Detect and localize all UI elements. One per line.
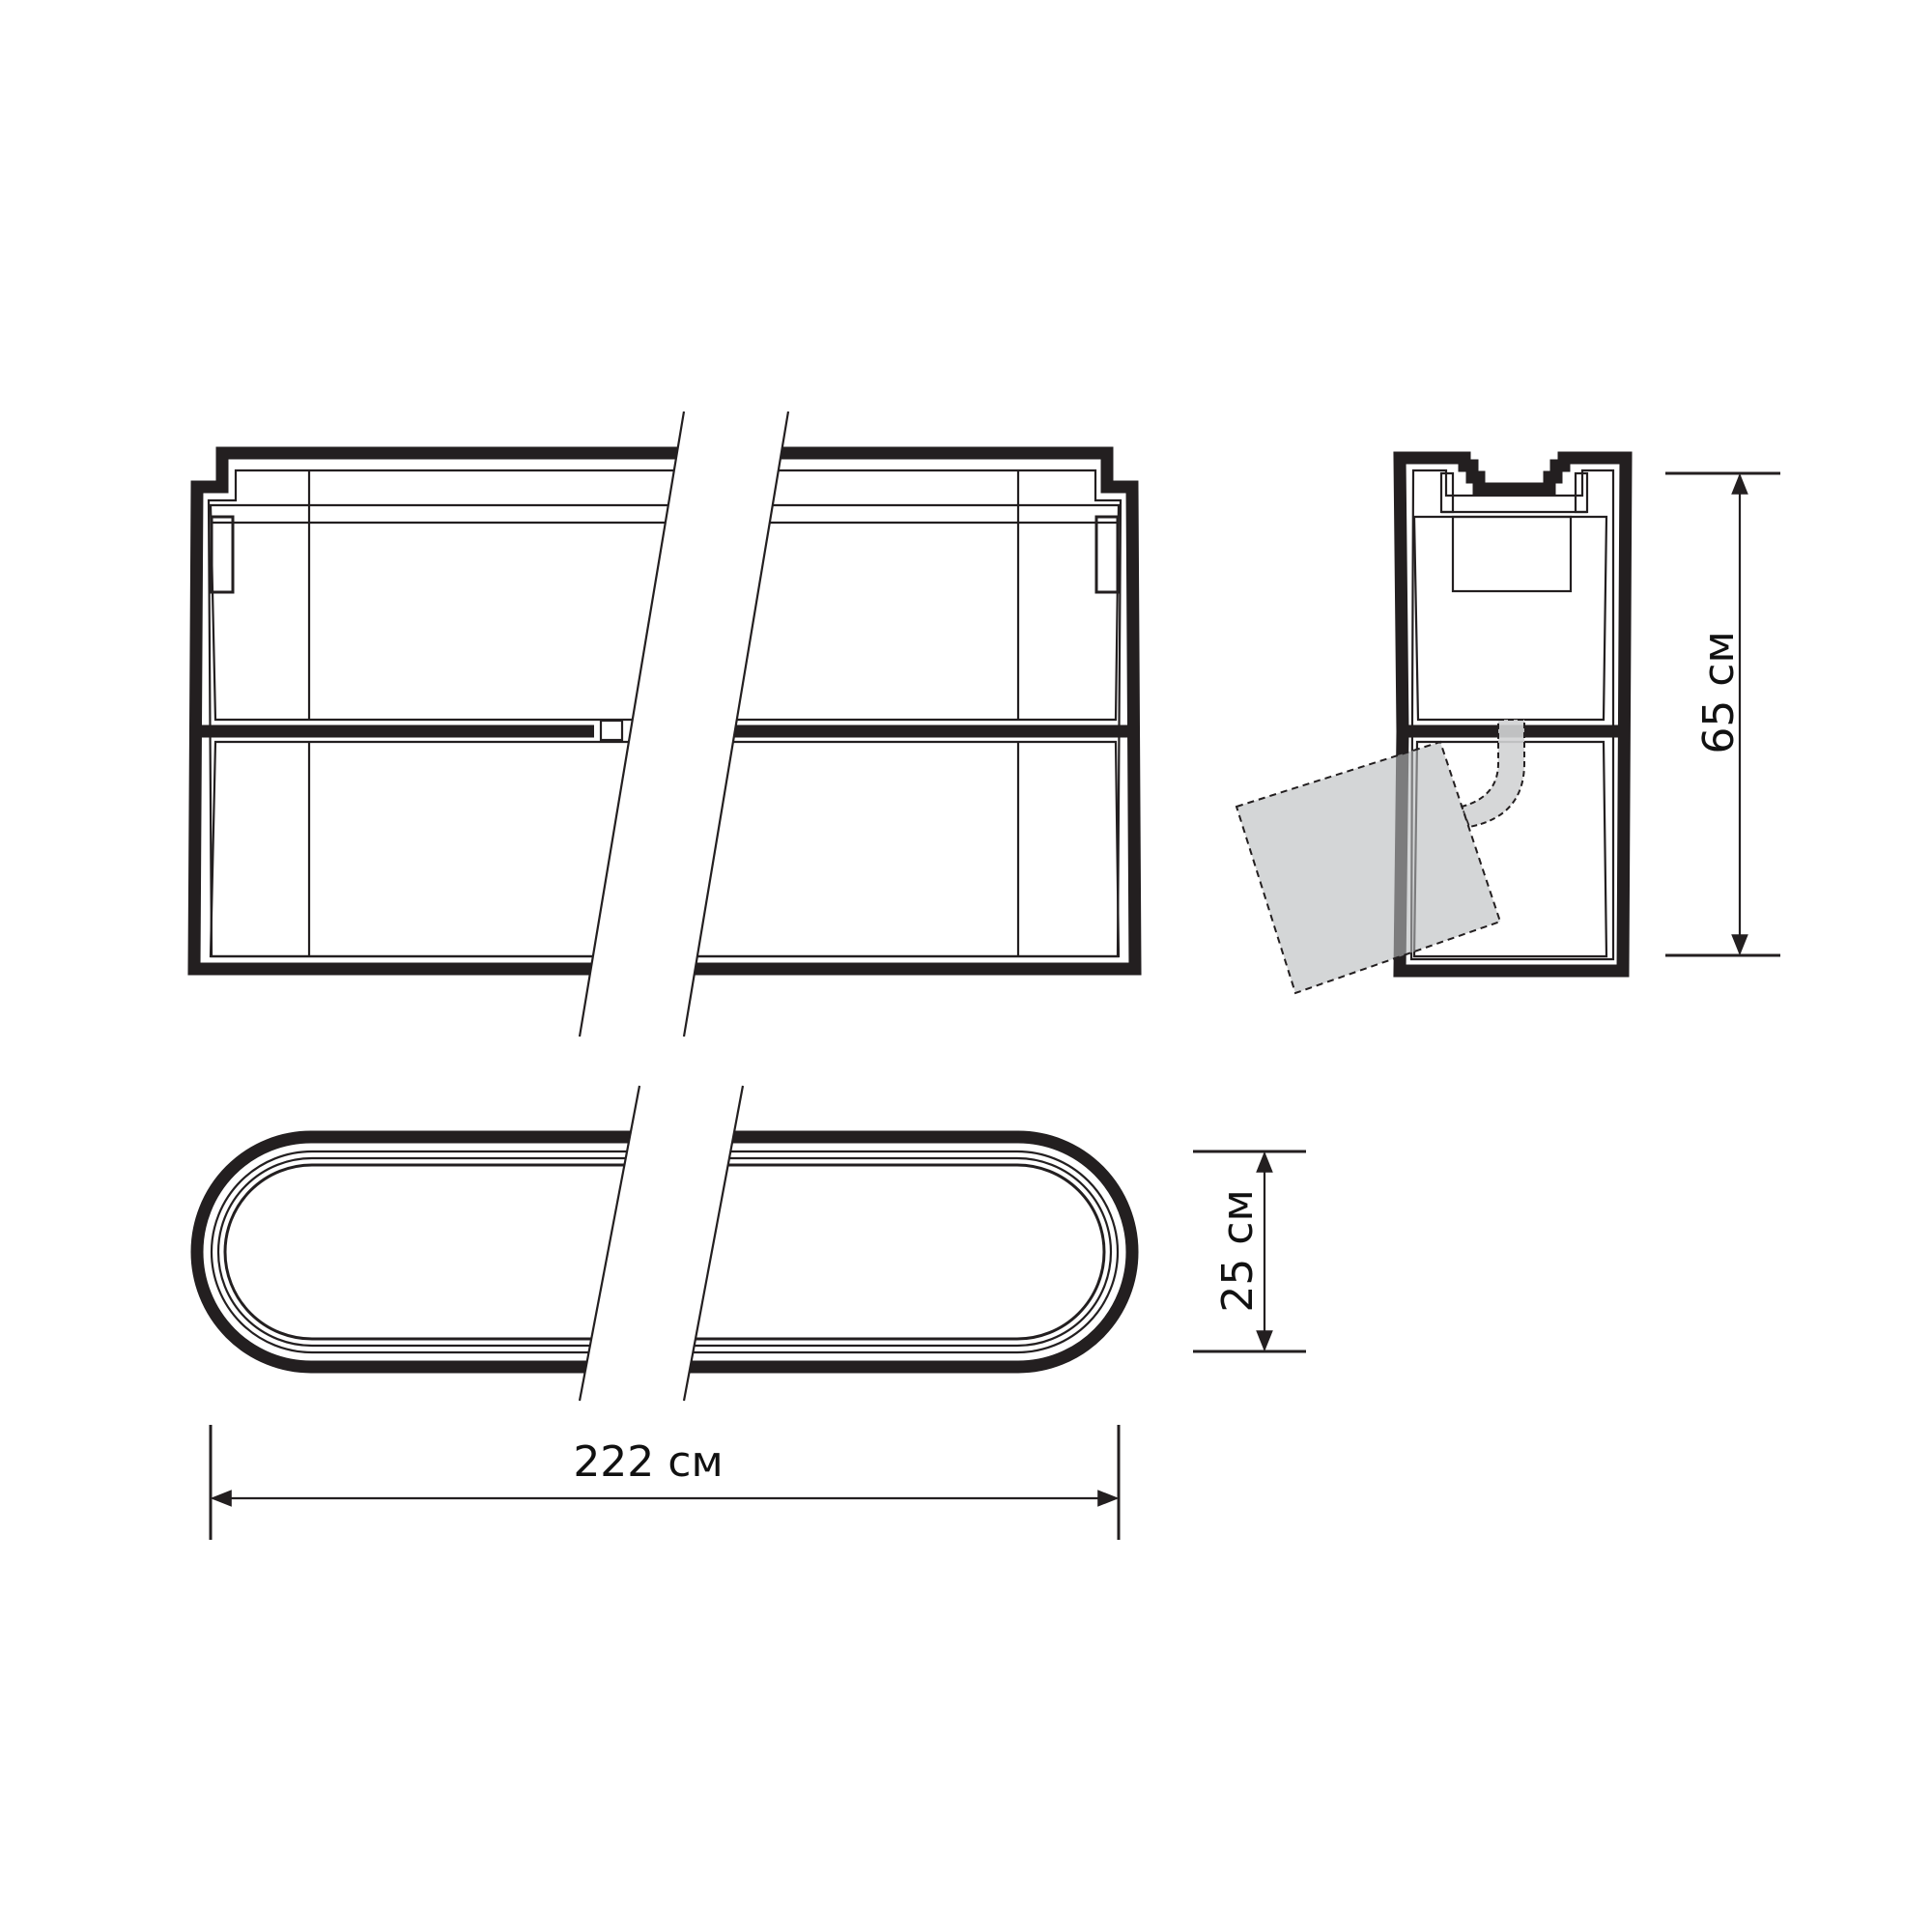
- break-line-right: [682, 411, 790, 1037]
- height-label: 65 см: [1694, 631, 1744, 753]
- side-outer-shell: [1393, 451, 1633, 978]
- divider-joint: [599, 719, 624, 742]
- side-inner-shell: [1409, 469, 1615, 961]
- side-upper-compartment: [1412, 515, 1608, 722]
- upper-compartment: [209, 503, 1121, 722]
- height-dimension: 65 см: [1665, 471, 1780, 957]
- lower-compartment: [209, 740, 1121, 958]
- break-line-lower-left: [578, 1085, 641, 1402]
- side-panel-box: [1451, 515, 1573, 593]
- break-line-lower-right: [682, 1085, 745, 1402]
- length-dimension: 222 см: [209, 1425, 1121, 1540]
- top-view: [190, 1085, 1139, 1402]
- tilted-panel-overlay: [1235, 740, 1502, 995]
- front-view: [187, 411, 1142, 1037]
- break-band-lower: [580, 1086, 743, 1401]
- right-bracket: [1094, 515, 1120, 594]
- depth-dimension: 25 см: [1193, 1150, 1306, 1353]
- length-label: 222 см: [573, 1437, 723, 1487]
- depth-label: 25 см: [1213, 1189, 1263, 1312]
- left-bracket: [210, 515, 235, 594]
- side-view: [1235, 451, 1633, 995]
- break-line-left: [578, 411, 686, 1037]
- drain-pipe: [1460, 719, 1525, 829]
- break-band: [580, 412, 788, 1037]
- front-outer-shell: [187, 446, 1142, 976]
